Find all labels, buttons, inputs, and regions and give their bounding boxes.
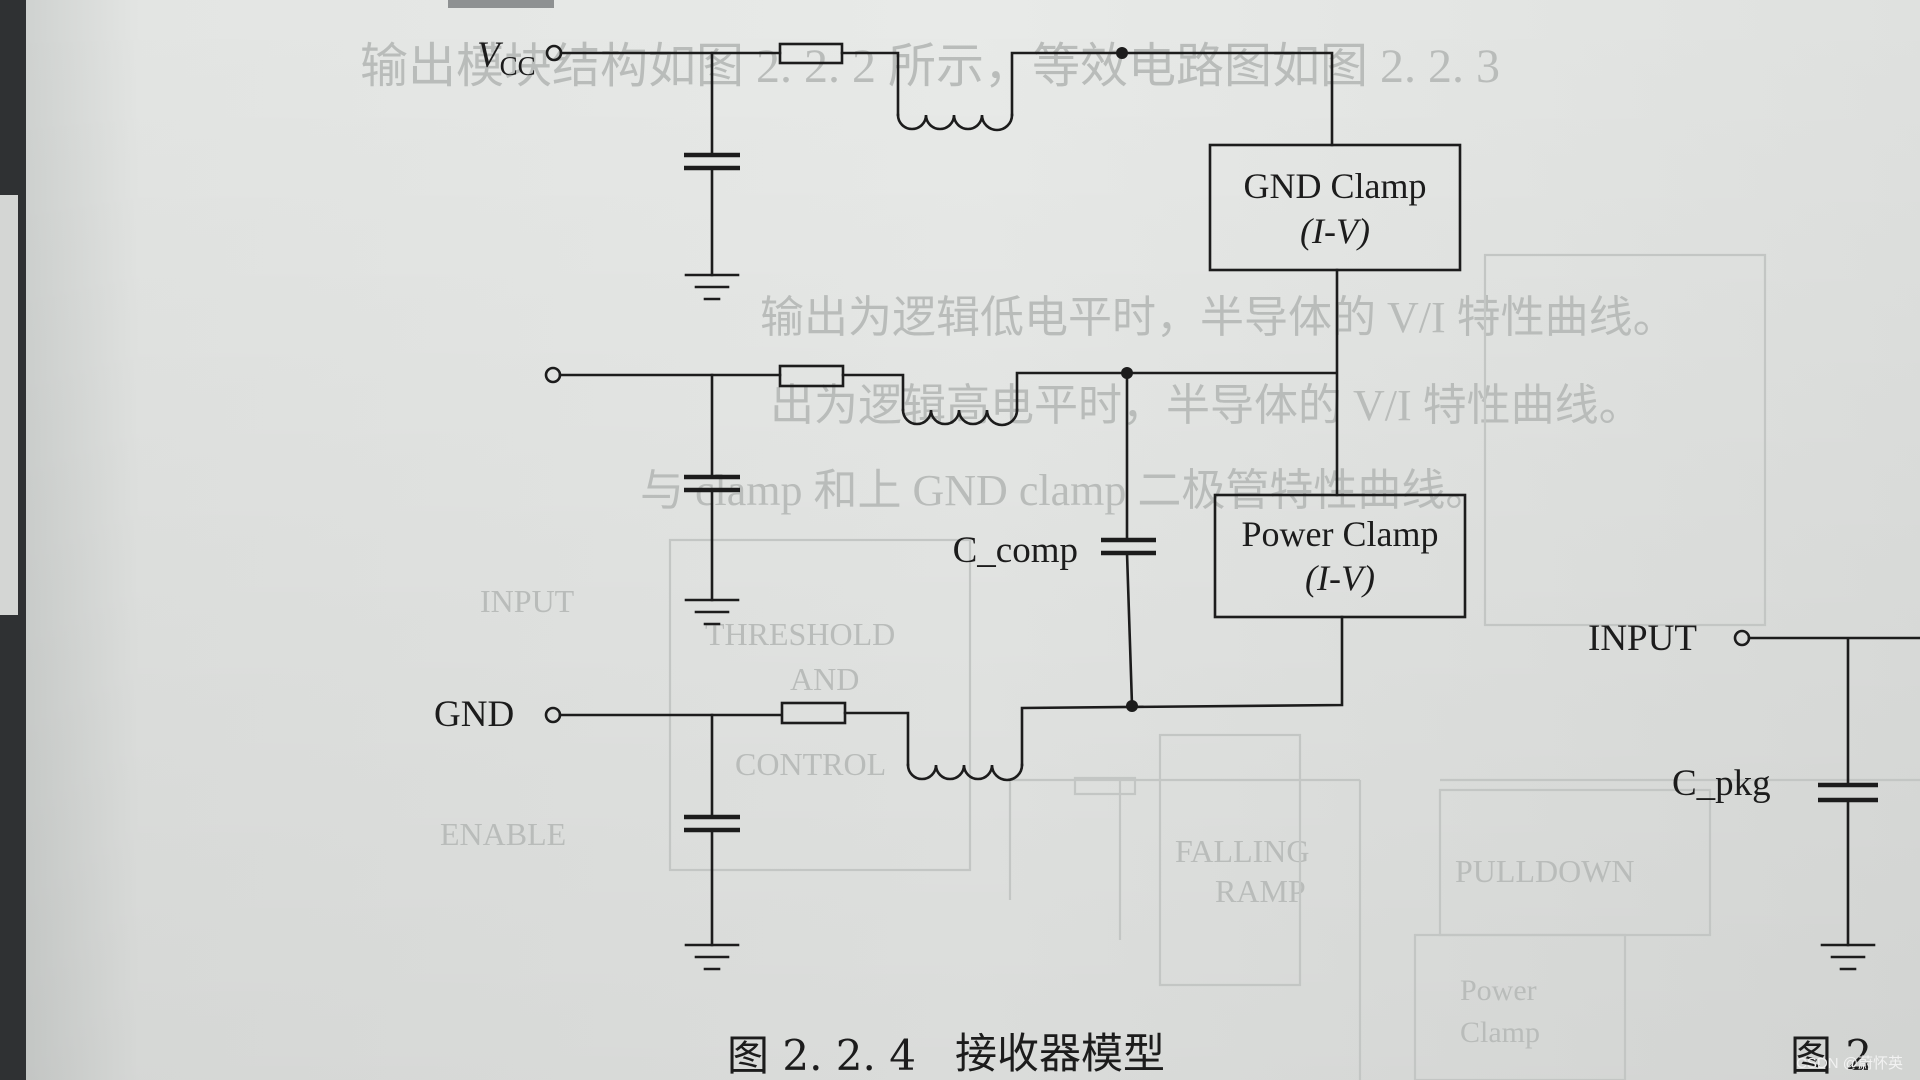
bleed-box-power	[1413, 933, 1627, 1080]
caption-title: 接收器模型	[955, 1029, 1165, 1078]
input-wire	[1747, 636, 1920, 947]
vcc-label: VCC	[477, 35, 536, 81]
signal-wire	[558, 268, 1339, 497]
bleed-line-2: 出为逻辑高电平时，半导体的 V/I 特性曲线。	[770, 381, 1643, 430]
vcc-rail: VCC	[477, 35, 1334, 301]
gnd-node	[1126, 700, 1138, 712]
caption-figure-number: 图 2. 2. 4	[727, 1031, 916, 1080]
vcc-ground-symbol	[684, 273, 740, 301]
c-comp-label: C_comp	[953, 530, 1078, 571]
previous-page-strip	[0, 195, 18, 615]
vcc-capacitor	[684, 152, 740, 171]
gnd-wire	[558, 615, 1344, 767]
bleed-power: Power	[1460, 974, 1537, 1007]
package-model: INPUT C_pkg	[1588, 618, 1920, 971]
bleed-control: CONTROL	[735, 746, 886, 782]
bleed-box-right	[1483, 253, 1767, 627]
top-tab	[448, 0, 554, 8]
gnd-resistor	[780, 701, 847, 725]
bleed-ramp: RAMP	[1215, 873, 1306, 909]
bleed-threshold: THRESHOLD	[705, 616, 895, 652]
bleed-resistor	[1073, 776, 1137, 796]
gnd-clamp-block: GND Clamp (I-V)	[1208, 143, 1462, 272]
c-pkg-label: C_pkg	[1672, 763, 1771, 804]
gnd-rail: GND	[434, 615, 1344, 971]
bleed-and: AND	[790, 661, 859, 697]
signal-capacitor	[684, 474, 740, 493]
paper-shade	[26, 0, 1920, 1080]
signal-ground-symbol	[684, 598, 740, 626]
gnd-clamp-title: GND Clamp	[1244, 166, 1427, 206]
bleed-wires	[1008, 778, 1920, 1080]
power-clamp-block: Power Clamp (I-V)	[1213, 493, 1467, 619]
signal-inductor	[901, 408, 1019, 427]
input-label: INPUT	[1588, 618, 1697, 659]
gnd-ground-symbol	[684, 943, 740, 971]
figure-caption: 图 2. 2. 4 接收器模型 图 2	[727, 1029, 1872, 1080]
bleed-line-3: 与 clamp 和上 GND clamp 二极管特性曲线。	[640, 466, 1489, 515]
power-clamp-box[interactable]	[1213, 493, 1467, 619]
c-comp-capacitor	[1101, 537, 1156, 556]
bleed-box-falling	[1158, 733, 1302, 987]
bleed-through-layer: 输出模块结构如图 2. 2. 2 所示，等效电路图如图 2. 2. 3 输出为逻…	[360, 40, 1920, 1080]
signal-rail: C_comp	[544, 268, 1339, 707]
gnd-clamp-box[interactable]	[1208, 143, 1462, 272]
pkg-ground-symbol	[1820, 943, 1876, 971]
bleed-box-threshold	[668, 538, 972, 872]
watermark: CSDN @蔚怀英	[1796, 1054, 1903, 1072]
signal-resistor	[778, 364, 845, 388]
power-clamp-title: Power Clamp	[1242, 514, 1439, 554]
vcc-inductor	[896, 113, 1014, 132]
bleed-line-1: 输出为逻辑低电平时，半导体的 V/I 特性曲线。	[760, 293, 1677, 342]
gnd-clamp-iv: (I-V)	[1300, 211, 1370, 251]
gnd-label: GND	[434, 694, 514, 735]
c-pkg-capacitor	[1818, 782, 1878, 803]
bleed-enable: ENABLE	[440, 816, 566, 852]
bleed-input: INPUT	[480, 583, 575, 619]
gnd-capacitor	[684, 814, 740, 833]
c-comp-wire	[1125, 371, 1134, 707]
bleed-clamp: Clamp	[1460, 1016, 1540, 1049]
vcc-resistor	[778, 42, 844, 65]
power-clamp-iv: (I-V)	[1305, 558, 1375, 598]
gnd-inductor	[906, 763, 1024, 782]
vcc-wire	[559, 51, 1334, 147]
caption-next-figure: 图 2	[1790, 1031, 1872, 1080]
bleed-pulldown: PULLDOWN	[1455, 853, 1635, 889]
bleed-falling: FALLING	[1175, 833, 1310, 869]
vcc-node	[1116, 47, 1128, 59]
vcc-subscript: CC	[500, 51, 536, 81]
